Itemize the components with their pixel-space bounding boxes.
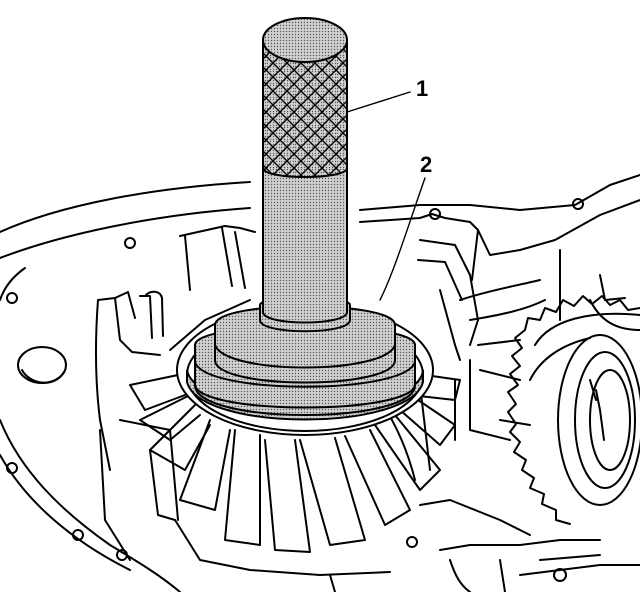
callout-1-label: 1: [416, 76, 428, 101]
bolt-hole: [6, 462, 18, 474]
bolt-hole: [572, 198, 584, 210]
bolt-hole: [124, 237, 136, 249]
callout-2-label: 2: [420, 152, 432, 177]
bolt-hole: [6, 292, 18, 304]
bolt-hole: [429, 208, 441, 220]
housing-outer-flange: [0, 181, 251, 592]
callout-2: 2: [379, 152, 432, 301]
installer-base: [194, 296, 416, 416]
installer-handle: [262, 17, 348, 324]
callout-2-leader: [379, 177, 426, 301]
bolt-hole: [72, 529, 84, 541]
callout-1-leader: [346, 91, 411, 113]
bore-spokes: [129, 374, 461, 553]
callout-1: 1: [346, 76, 428, 113]
bolt-hole: [406, 536, 418, 548]
bolt-hole: [553, 568, 567, 582]
output-gear: [507, 295, 640, 525]
